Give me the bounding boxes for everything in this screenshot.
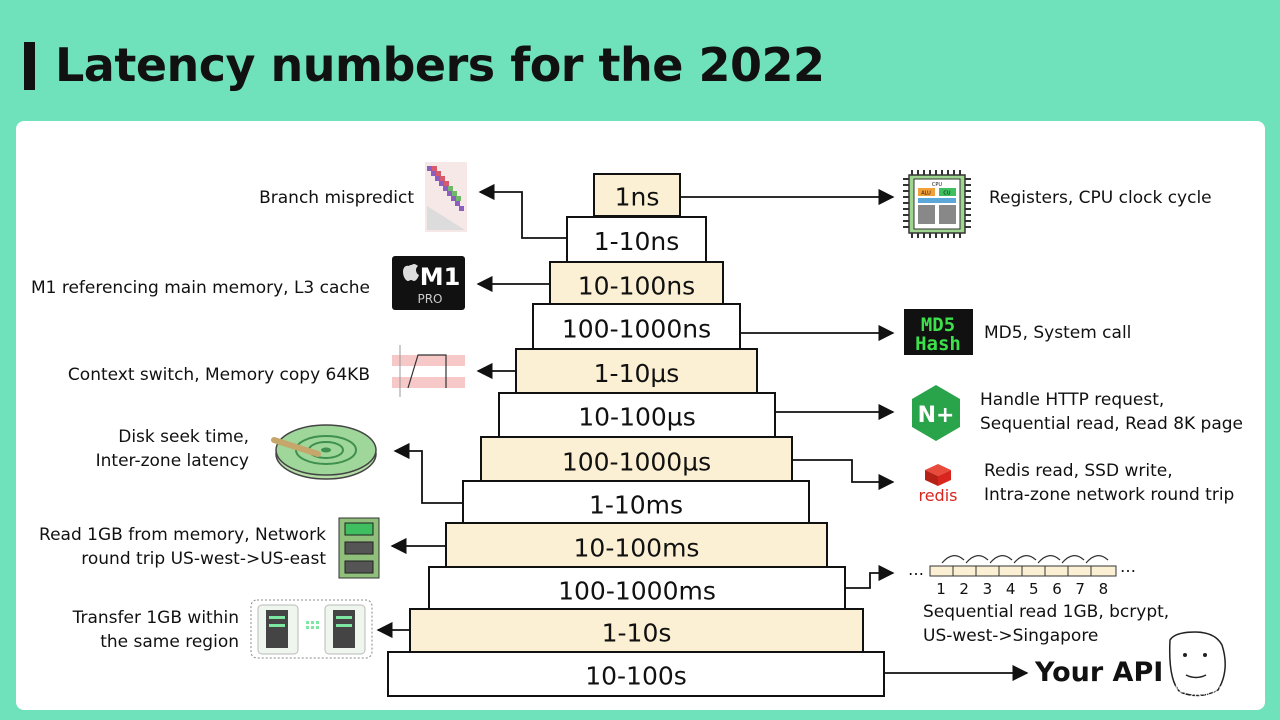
svg-text:N+: N+ <box>918 403 955 428</box>
label-http-line1: Handle HTTP request, <box>980 390 1165 410</box>
label-sequential-line2: US-west->Singapore <box>923 626 1099 646</box>
pyramid-step: 10-100ms <box>445 522 828 570</box>
pyramid-step-box <box>462 480 810 526</box>
pyramid-step-label: 10-100s <box>585 662 687 691</box>
sequence-number: 2 <box>959 580 969 598</box>
pyramid-step-box <box>409 608 864 654</box>
svg-text:CPU: CPU <box>932 182 943 188</box>
pyramid-step-label: 1-10ms <box>589 491 683 520</box>
arrow-disk <box>393 442 463 504</box>
connector-arrows <box>376 183 1029 682</box>
cpu-chip-icon: CPU ALU CU <box>903 170 971 238</box>
label-redis-line1: Redis read, SSD write, <box>984 461 1173 481</box>
nginx-icon: N+ <box>912 385 960 441</box>
pyramid-step-box <box>593 173 681 217</box>
label-your-api: Your API <box>1035 657 1164 688</box>
label-transfer-line2: the same region <box>100 632 239 652</box>
pyramid-step: 1ns <box>593 173 681 217</box>
watermark: @稀土掘金技术社区 <box>1098 684 1234 702</box>
svg-text:M1: M1 <box>420 263 461 291</box>
pyramid-step: 1-10ms <box>462 480 810 526</box>
pyramid-step-box <box>566 216 707 263</box>
meme-face-icon <box>1168 631 1226 697</box>
pyramid-step: 100-1000ns <box>532 303 741 351</box>
branch-predict-icon <box>425 162 467 232</box>
pyramid-step-box <box>480 436 793 484</box>
label-transfer-line1: Transfer 1GB within <box>72 608 239 628</box>
label-branch-mispredict: Branch mispredict <box>259 188 414 208</box>
label-disk-seek-line1: Disk seek time, <box>118 427 249 447</box>
pyramid-step: 10-100ns <box>549 261 724 307</box>
pyramid-step: 10-100s <box>387 651 885 697</box>
sequence-number: 4 <box>1006 580 1016 598</box>
pyramid-step: 10-100µs <box>498 392 776 438</box>
pyramid-step: 1-10µs <box>515 348 758 395</box>
label-md5: MD5, System call <box>984 323 1132 343</box>
svg-text:PRO: PRO <box>417 292 442 306</box>
sequence-number: 3 <box>983 580 993 598</box>
label-m1-memory: M1 referencing main memory, L3 cache <box>30 278 370 298</box>
svg-text:…: … <box>908 560 924 579</box>
pyramid-step: 1-10ns <box>566 216 707 263</box>
pyramid-step-label: 1ns <box>615 183 660 212</box>
apple-m1-pro-icon: M1 PRO <box>392 256 465 310</box>
svg-text:MD5: MD5 <box>921 314 955 336</box>
pyramid-step: 1-10s <box>409 608 864 654</box>
context-switch-icon <box>392 345 465 397</box>
server-transfer-icon <box>250 599 373 659</box>
label-http-line2: Sequential read, Read 8K page <box>980 414 1244 434</box>
label-disk-seek-line2: Inter-zone latency <box>95 451 249 471</box>
pyramid-step-label: 10-100ms <box>574 534 700 563</box>
title-accent-bar <box>24 42 35 90</box>
pyramid-step-label: 100-1000ns <box>562 315 711 344</box>
svg-text:…: … <box>1120 557 1136 576</box>
svg-text:Hash: Hash <box>915 333 961 355</box>
pyramid-step-box <box>498 392 776 438</box>
svg-text:CU: CU <box>943 191 950 197</box>
label-registers: Registers, CPU clock cycle <box>989 188 1212 208</box>
sequence-number: 7 <box>1075 580 1085 598</box>
pyramid-step-label: 1-10ns <box>594 227 680 256</box>
page-title: Latency numbers for the 2022 <box>55 38 825 92</box>
pyramid-step: 100-1000µs <box>480 436 793 484</box>
sequence-number: 6 <box>1052 580 1062 598</box>
svg-text:redis: redis <box>918 486 957 505</box>
arrow-redis <box>792 459 895 491</box>
arrow-branch <box>478 183 567 239</box>
label-redis-line2: Intra-zone network round trip <box>984 485 1235 505</box>
label-read-memory-line2: round trip US-west->US-east <box>81 549 326 569</box>
pyramid-step-label: 100-1000ms <box>558 577 716 606</box>
pyramid-step-box <box>428 566 846 612</box>
sequence-number: 5 <box>1029 580 1039 598</box>
pyramid-step-box <box>532 303 741 351</box>
sequence-number: 1 <box>936 580 946 598</box>
pyramid-step-label: 1-10s <box>602 619 672 648</box>
pyramid-step-box <box>549 261 724 307</box>
pyramid-step-label: 100-1000µs <box>562 448 711 477</box>
label-context-switch: Context switch, Memory copy 64KB <box>67 365 370 385</box>
label-read-memory-line1: Read 1GB from memory, Network <box>39 525 326 545</box>
sequence-number: 8 <box>1099 580 1109 598</box>
pyramid-step-label: 1-10µs <box>594 359 680 388</box>
hard-disk-icon <box>271 424 377 480</box>
arrow-sequential <box>845 564 895 589</box>
svg-text:ALU: ALU <box>921 191 931 197</box>
pyramid-step: 100-1000ms <box>428 566 846 612</box>
md5-hash-icon: MD5 Hash <box>904 309 973 355</box>
memory-ram-icon <box>338 517 380 579</box>
redis-icon: redis <box>918 464 958 505</box>
pyramid-step-label: 10-100ns <box>578 272 695 301</box>
pyramid-step-label: 10-100µs <box>578 403 695 432</box>
pyramid-step-box <box>387 651 885 697</box>
label-sequential-line1: Sequential read 1GB, bcrypt, <box>923 602 1170 622</box>
